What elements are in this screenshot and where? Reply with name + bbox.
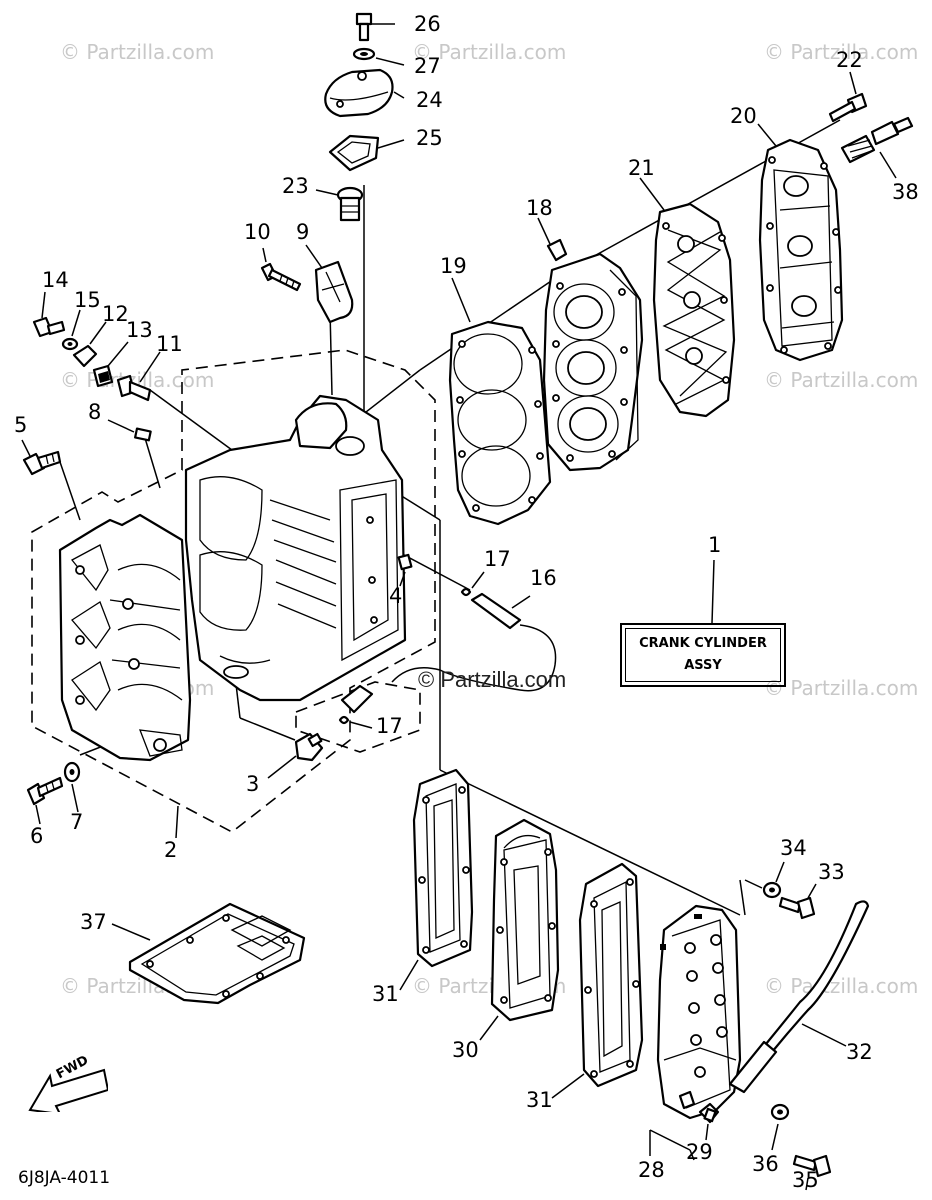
- callout-3[interactable]: 3: [246, 772, 260, 796]
- callout-30[interactable]: 30: [452, 1038, 479, 1062]
- watermark: © Partzilla.com: [764, 40, 919, 64]
- callout-14[interactable]: 14: [42, 268, 69, 292]
- callout-31-right[interactable]: 31: [526, 1088, 553, 1112]
- bolt-22: [828, 71, 868, 123]
- bolt-33: [778, 883, 817, 920]
- watermark: © Partzilla.com: [412, 40, 567, 64]
- callout-26[interactable]: 26: [414, 12, 441, 36]
- pin-4: [397, 553, 413, 587]
- watermark: © Partzilla.com: [60, 40, 215, 64]
- cylinder-head-18: [537, 217, 644, 472]
- assembly-outline-17: [295, 681, 421, 753]
- callout-13[interactable]: 13: [126, 318, 153, 342]
- callout-4[interactable]: 4: [389, 584, 403, 608]
- cylinder-block: [184, 394, 407, 702]
- inner-exhaust-cover-30: [479, 818, 560, 1041]
- callout-17-upper[interactable]: 17: [484, 547, 511, 571]
- callout-27[interactable]: 27: [414, 54, 441, 78]
- callout-25[interactable]: 25: [416, 126, 443, 150]
- clamp-9: [305, 244, 354, 324]
- label-line-1: CRANK CYLINDER: [639, 635, 767, 651]
- callout-24[interactable]: 24: [416, 88, 443, 112]
- assembly-outline-2: [31, 349, 436, 833]
- callout-8[interactable]: 8: [88, 400, 102, 424]
- callout-36[interactable]: 36: [752, 1152, 779, 1176]
- bolt-26: [355, 12, 395, 42]
- callout-17-lower[interactable]: 17: [376, 714, 403, 738]
- callout-7[interactable]: 7: [70, 810, 84, 834]
- hose-32: [728, 900, 870, 1094]
- diagram-code: 6J8JA-4011: [18, 1168, 111, 1188]
- callout-18[interactable]: 18: [526, 196, 553, 220]
- callout-1[interactable]: 1: [708, 533, 722, 557]
- callout-10[interactable]: 10: [244, 220, 271, 244]
- pin-8: [107, 419, 152, 442]
- clip-17-upper: [460, 571, 485, 597]
- callout-29[interactable]: 29: [686, 1140, 713, 1164]
- head-cover-20: [757, 123, 844, 362]
- callout-21[interactable]: 21: [628, 156, 655, 180]
- nut-13: [92, 341, 129, 388]
- cover-24: [324, 68, 405, 118]
- fwd-arrow-icon: [28, 1068, 108, 1112]
- base-gasket-37: [111, 902, 306, 1005]
- callout-11[interactable]: 11: [156, 332, 183, 356]
- callout-2[interactable]: 2: [164, 838, 178, 862]
- head-cover-gasket-21: [639, 177, 736, 418]
- bolt-6: [26, 776, 64, 825]
- gasket-25: [328, 134, 405, 172]
- center-watermark: © Partzilla.com: [418, 667, 567, 692]
- watermark: © Partzilla.com: [764, 368, 919, 392]
- callout-31-left[interactable]: 31: [372, 982, 399, 1006]
- watermark: © Partzilla.com: [764, 676, 919, 700]
- bolt-10: [260, 247, 302, 292]
- washer-34: [762, 861, 785, 899]
- crankcase-half-left: [58, 513, 192, 762]
- callout-37[interactable]: 37: [80, 910, 107, 934]
- watermark: © Partzilla.com: [764, 974, 919, 998]
- washer-36: [770, 1103, 790, 1151]
- spark-plug-38: [840, 116, 914, 179]
- callout-16[interactable]: 16: [530, 566, 557, 590]
- fitting-29: [698, 1102, 720, 1141]
- washer-27: [352, 47, 405, 66]
- callout-32[interactable]: 32: [846, 1040, 873, 1064]
- leader-2: [175, 805, 179, 839]
- label-line-2: ASSY: [684, 658, 722, 673]
- callout-33[interactable]: 33: [818, 860, 845, 884]
- callout-15[interactable]: 15: [74, 288, 101, 312]
- callout-28[interactable]: 28: [638, 1158, 665, 1182]
- nut-12: [72, 321, 107, 368]
- callout-5[interactable]: 5: [14, 413, 28, 437]
- hose-16: [470, 592, 531, 630]
- thermostat-23: [315, 186, 364, 222]
- hose-17-lower: [338, 684, 374, 729]
- crank-cylinder-assy-label: CRANK CYLINDER ASSY: [620, 623, 786, 687]
- bolt-14: [32, 291, 66, 338]
- washer-7: [63, 761, 81, 813]
- callout-38[interactable]: 38: [892, 180, 919, 204]
- callout-12[interactable]: 12: [102, 302, 129, 326]
- callout-20[interactable]: 20: [730, 104, 757, 128]
- leader-1: [711, 559, 715, 624]
- callout-23[interactable]: 23: [282, 174, 309, 198]
- exhaust-gasket-31-right: [551, 862, 644, 1099]
- washer-15: [61, 309, 81, 351]
- outer-exhaust-cover-28: [649, 904, 742, 1161]
- callout-35[interactable]: 35: [792, 1168, 819, 1192]
- exhaust-gasket-31-left: [399, 768, 474, 991]
- fitting-3: [267, 732, 324, 779]
- callout-6[interactable]: 6: [30, 824, 44, 848]
- callout-22[interactable]: 22: [836, 48, 863, 72]
- callout-34[interactable]: 34: [780, 836, 807, 860]
- head-gasket-19: [448, 277, 552, 526]
- bolt-35: [792, 1154, 832, 1191]
- sensor-11: [116, 351, 161, 402]
- callout-9[interactable]: 9: [296, 220, 310, 244]
- callout-19[interactable]: 19: [440, 254, 467, 278]
- bolt-5: [21, 439, 62, 476]
